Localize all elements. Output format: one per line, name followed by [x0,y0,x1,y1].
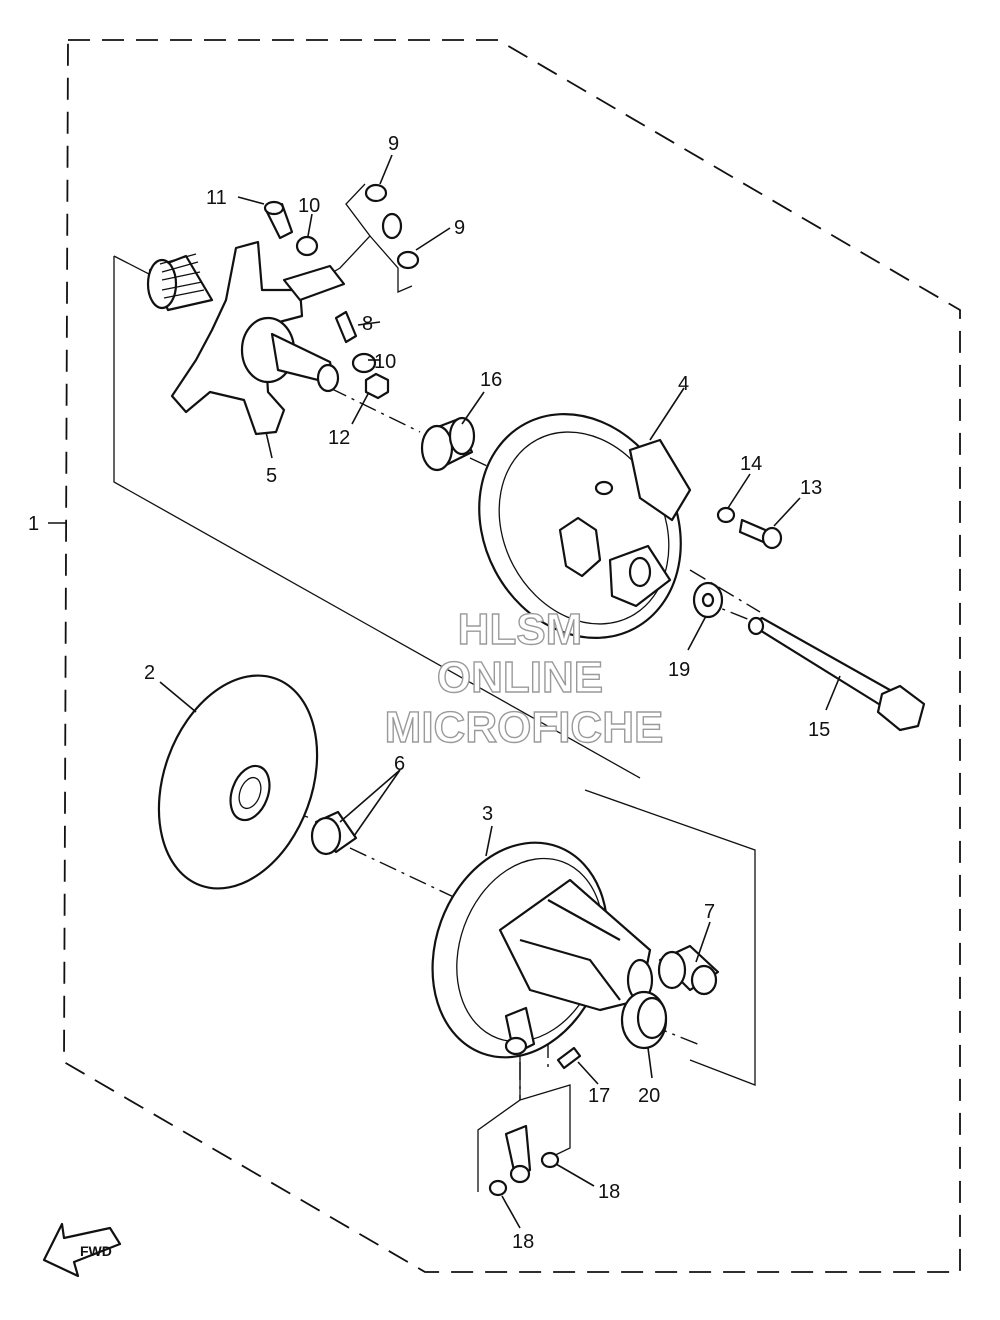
label-7: 7 [704,901,715,923]
label-5: 5 [266,465,277,487]
axis-line-upper [329,387,761,613]
movable-sheave-part-3 [431,841,654,1059]
roller-part-18a [540,1151,560,1169]
label-10b: 10 [374,351,396,373]
weight-arm [504,1124,532,1184]
cover-part-4 [478,413,692,639]
label-18a: 18 [598,1181,620,1203]
nut-part-10b [351,352,377,374]
washer-part-14 [716,506,736,524]
label-14: 14 [740,453,762,475]
watermark: HLSM ONLINE MICROFICHE [384,604,664,752]
label-1: 1 [28,513,39,535]
label-17: 17 [588,1085,610,1107]
label-6: 6 [394,753,405,775]
label-12: 12 [328,427,350,449]
label-3: 3 [482,803,493,825]
fwd-label: FWD [80,1243,112,1259]
label-10a: 10 [298,195,320,217]
leader-lines [159,154,841,1229]
bolt-part-15 [747,616,926,732]
label-18b: 18 [512,1231,534,1253]
label-8: 8 [362,313,373,335]
watermark-line-2: ONLINE [437,653,603,702]
washer-part-19 [692,581,724,619]
nut-part-9b [396,250,420,270]
sleeve-part-7 [657,944,720,996]
nut-part-12 [364,372,390,400]
pin-part-8 [334,310,358,344]
spring-part [381,212,403,240]
roller-part-18b [488,1179,508,1197]
lower-assembly-bracket [584,789,756,1086]
label-13: 13 [800,477,822,499]
watermark-line-1: HLSM [458,605,583,654]
label-11: 11 [206,187,227,209]
seal-part-20 [620,990,668,1050]
label-4: 4 [678,373,689,395]
hub-part-5 [146,240,346,436]
pin-part-17 [556,1046,582,1070]
nut-part-10a [295,235,319,257]
label-19: 19 [668,659,690,681]
label-20: 20 [638,1085,660,1107]
sheave-part-2 [157,674,319,890]
fwd-arrow-icon: FWD [42,1222,122,1278]
label-9a: 9 [388,133,399,155]
bolt-part-13 [738,518,783,550]
bushing-part-6 [310,810,358,856]
assembly-boundary [63,39,961,1273]
nut-part-9a [364,183,388,203]
bushing-part-16 [420,416,476,472]
bolt-part-11 [263,200,294,240]
label-16: 16 [480,369,502,391]
label-9b: 9 [454,217,465,239]
label-15: 15 [808,719,830,741]
watermark-line-3: MICROFICHE [385,703,664,752]
label-2: 2 [144,662,155,684]
